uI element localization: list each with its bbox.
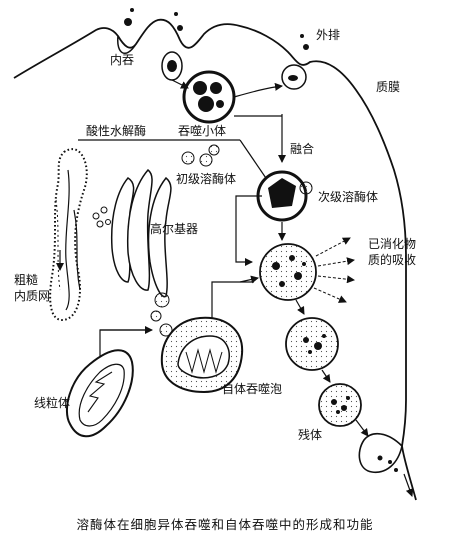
label-golgi: 高尔基器 <box>150 222 199 236</box>
rough-er <box>49 148 88 322</box>
autophagic-vacuole <box>160 316 244 394</box>
endocytosis-pits <box>117 8 183 81</box>
late-lysosome <box>285 317 339 371</box>
phagosome <box>182 70 236 124</box>
label-autophagic-vacuole: 自体吞噬泡 <box>222 382 283 396</box>
lysosome-vesicles <box>150 144 220 337</box>
label-acid-hydrolase: 酸性水解酶 <box>86 124 147 138</box>
golgi-apparatus <box>110 168 172 298</box>
label-residual-body: 残体 <box>298 428 323 442</box>
label-phagosome: 吞噬小体 <box>178 124 227 138</box>
transport-vesicles <box>92 206 111 228</box>
plasma-membrane <box>13 18 417 501</box>
figure-caption: 溶酶体在细胞异体吞噬和自体吞噬中的形成和功能 <box>76 517 374 532</box>
label-fusion: 融合 <box>290 142 315 156</box>
label-secondary-lysosome: 次级溶酶体 <box>318 190 379 204</box>
digesting-lysosome <box>259 243 317 301</box>
label-endocytosis: 内吞 <box>110 53 135 67</box>
acid-hydrolase-path <box>78 139 271 185</box>
label-primary-lysosome: 初级溶酶体 <box>176 172 237 186</box>
residual-body-vesicle <box>318 383 362 427</box>
label-mitochondrion: 线粒体 <box>34 396 71 410</box>
absorption-arrows <box>313 237 355 303</box>
label-membrane: 质膜 <box>376 80 401 94</box>
label-exocytosis: 外排 <box>316 28 341 42</box>
exocytosis-site <box>281 34 309 90</box>
label-rough-er: 粗糙 内质网 <box>14 273 51 303</box>
mitochondrion <box>65 349 134 438</box>
label-digested-absorption: 已消化物 质的吸收 <box>368 237 417 267</box>
secondary-lysosome <box>256 170 313 222</box>
residual-body-exocytosis <box>358 433 414 497</box>
